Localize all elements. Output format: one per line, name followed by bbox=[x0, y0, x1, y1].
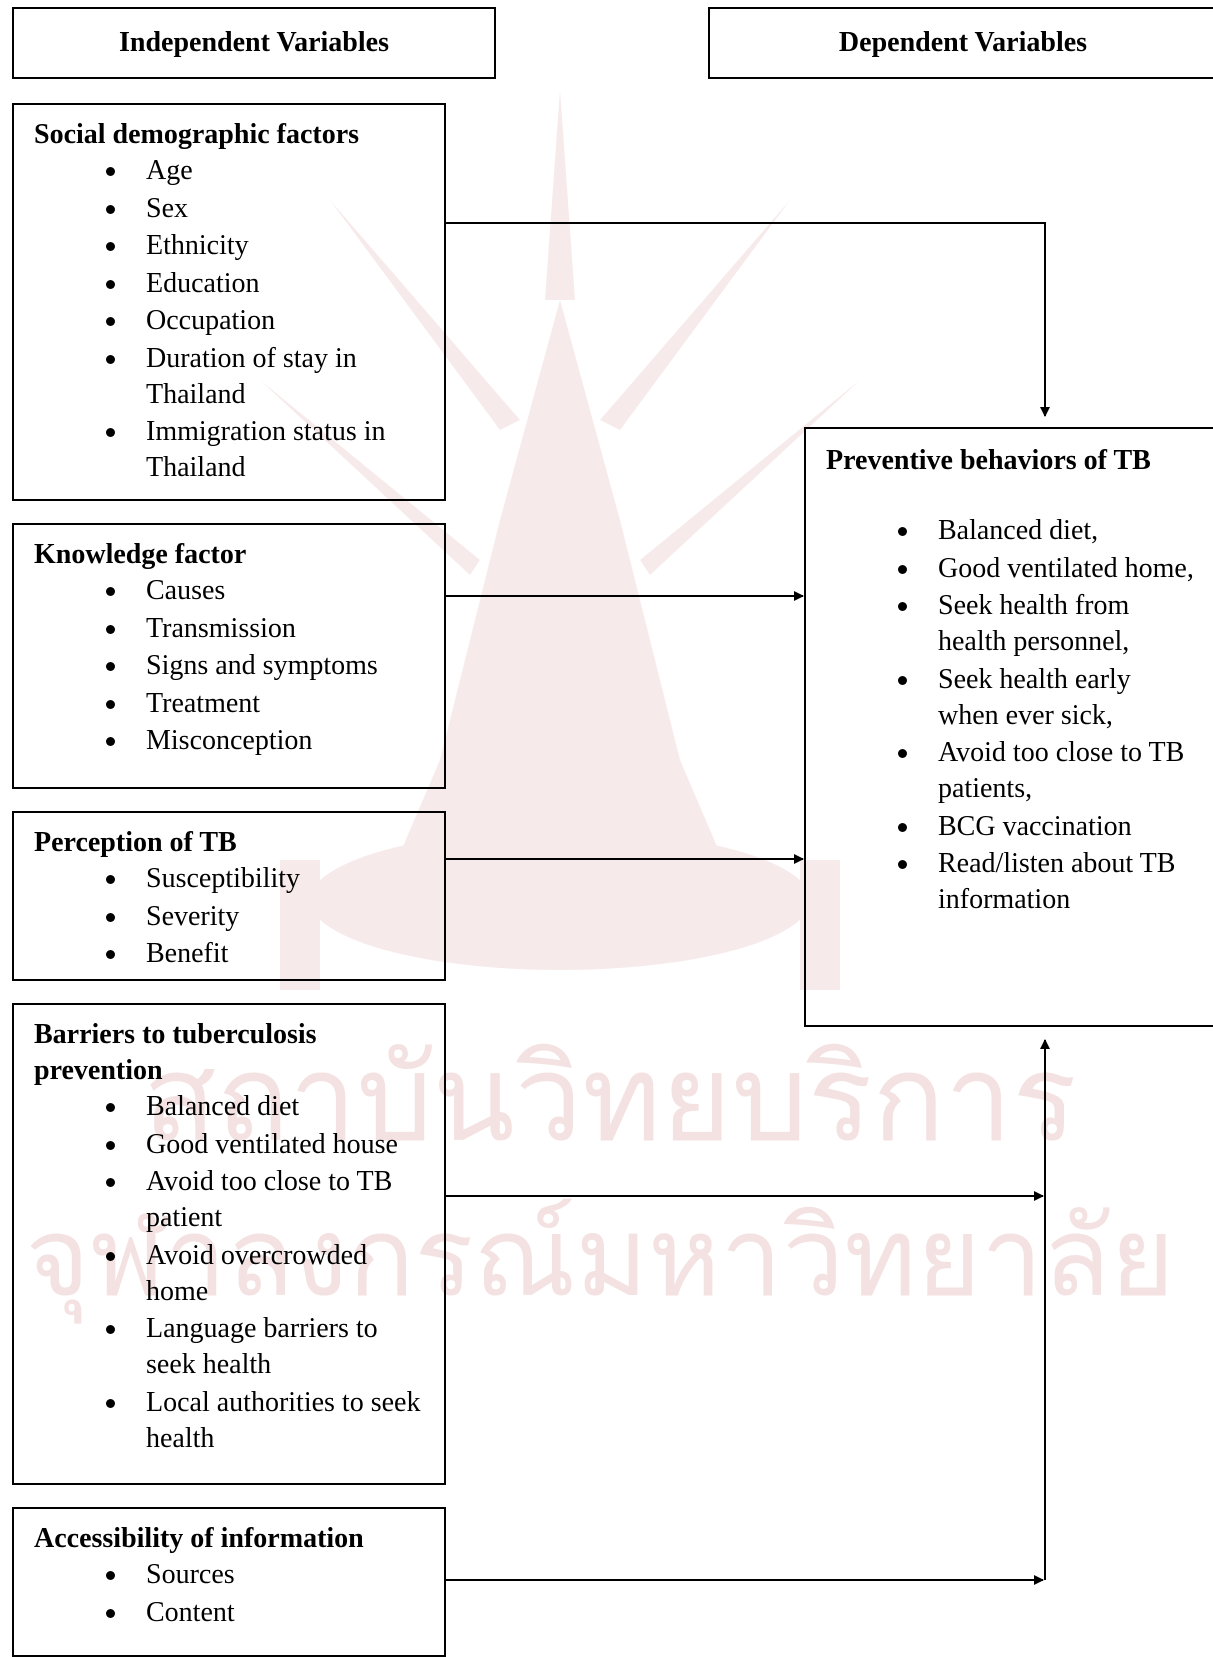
list-item: Duration of stay in Thailand bbox=[34, 341, 434, 413]
list-item: Immigration status in Thailand bbox=[34, 414, 434, 486]
factor-title: Accessibility of information bbox=[34, 1523, 364, 1554]
outcome-title: Preventive behaviors of TB bbox=[826, 445, 1151, 476]
factor-title: Knowledge factor bbox=[34, 539, 247, 570]
list-item: Avoid overcrowded home bbox=[34, 1238, 434, 1310]
factor-title: Perception of TB bbox=[34, 827, 237, 858]
factor-items: Balanced diet Good ventilated house Avoi… bbox=[34, 1089, 434, 1457]
list-item: Occupation bbox=[34, 303, 434, 339]
list-item: Balanced diet, bbox=[826, 513, 1196, 549]
factor-items: Sources Content bbox=[34, 1557, 434, 1631]
outcome-items: Balanced diet, Good ventilated home, See… bbox=[826, 513, 1196, 918]
dependent-variables-header: Dependent Variables bbox=[708, 7, 1213, 79]
list-item: Sex bbox=[34, 191, 434, 227]
independent-variables-label: Independent Variables bbox=[119, 27, 389, 58]
list-item: Age bbox=[34, 153, 434, 189]
list-item: Causes bbox=[34, 573, 434, 609]
list-item: Local authorities to seek health bbox=[34, 1385, 434, 1457]
list-item: Avoid too close to TB patients, bbox=[826, 735, 1196, 807]
list-item: Susceptibility bbox=[34, 861, 434, 897]
list-item: Good ventilated house bbox=[34, 1127, 434, 1163]
list-item: Education bbox=[34, 266, 434, 302]
preventive-behaviors-box: Preventive behaviors of TB Balanced diet… bbox=[804, 427, 1213, 1027]
list-item: Sources bbox=[34, 1557, 434, 1593]
list-item: Good ventilated home, bbox=[826, 551, 1196, 587]
list-item: BCG vaccination bbox=[826, 809, 1196, 845]
dependent-variables-label: Dependent Variables bbox=[838, 27, 1088, 58]
list-item: Misconception bbox=[34, 723, 434, 759]
list-item: Severity bbox=[34, 899, 434, 935]
list-item: Seek health early when ever sick, bbox=[826, 662, 1196, 734]
factor-items: Causes Transmission Signs and symptoms T… bbox=[34, 573, 434, 759]
factor-title: Social demographic factors bbox=[34, 119, 360, 150]
list-item: Read/listen about TB information bbox=[826, 846, 1196, 918]
list-item: Avoid too close to TB patient bbox=[34, 1164, 434, 1236]
list-item: Content bbox=[34, 1595, 434, 1631]
list-item: Treatment bbox=[34, 686, 434, 722]
list-item: Balanced diet bbox=[34, 1089, 434, 1125]
arrow-social-to-outcome bbox=[446, 222, 1050, 417]
knowledge-factor-box: Knowledge factor Causes Transmission Sig… bbox=[12, 523, 446, 789]
list-item: Transmission bbox=[34, 611, 434, 647]
list-item: Benefit bbox=[34, 936, 434, 972]
perception-of-tb-box: Perception of TB Susceptibility Severity… bbox=[12, 811, 446, 981]
independent-variables-header: Independent Variables bbox=[12, 7, 496, 79]
list-item: Signs and symptoms bbox=[34, 648, 434, 684]
factor-title: Barriers to tuberculosis prevention bbox=[34, 1019, 317, 1086]
factor-items: Age Sex Ethnicity Education Occupation D… bbox=[34, 153, 434, 486]
social-demographic-factors-box: Social demographic factors Age Sex Ethni… bbox=[12, 103, 446, 501]
accessibility-of-information-box: Accessibility of information Sources Con… bbox=[12, 1507, 446, 1657]
factor-items: Susceptibility Severity Benefit bbox=[34, 861, 434, 972]
barriers-to-tb-prevention-box: Barriers to tuberculosis prevention Bala… bbox=[12, 1003, 446, 1485]
list-item: Seek health from health personnel, bbox=[826, 588, 1196, 660]
list-item: Ethnicity bbox=[34, 228, 434, 264]
list-item: Language barriers to seek health bbox=[34, 1311, 434, 1383]
